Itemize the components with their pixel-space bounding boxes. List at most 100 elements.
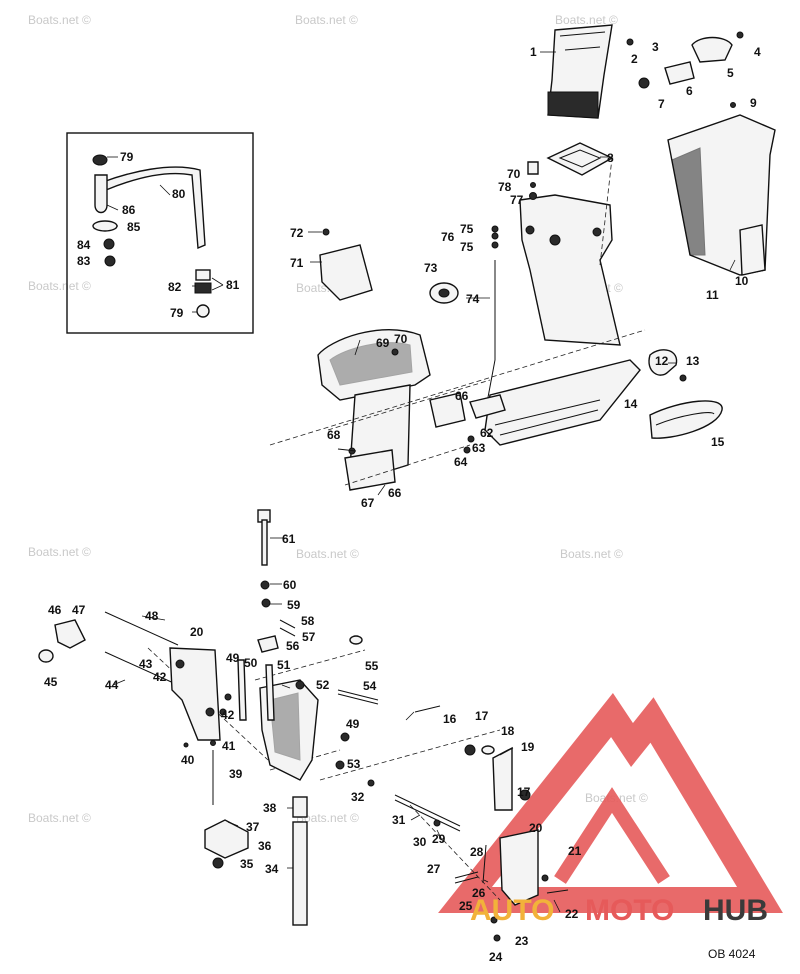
part-label-68: 68 <box>327 428 341 442</box>
leader-lines <box>106 51 736 913</box>
part-label-64: 64 <box>454 455 468 469</box>
part-label-35: 35 <box>240 857 254 871</box>
part-label-47: 47 <box>72 603 86 617</box>
part-label-31: 31 <box>392 813 406 827</box>
part-label-17b: 17 <box>517 785 531 799</box>
part-label-34: 34 <box>265 862 279 876</box>
part-label-50: 50 <box>244 656 258 670</box>
part-label-27: 27 <box>427 862 441 876</box>
part-label-72: 72 <box>290 226 304 240</box>
part-label-26: 26 <box>472 886 486 900</box>
part-label-17: 17 <box>475 709 489 723</box>
part-label-59: 59 <box>287 598 301 612</box>
part-label-76: 76 <box>441 230 455 244</box>
watermark: Boats.net © <box>296 547 359 561</box>
part-label-22: 22 <box>565 907 579 921</box>
part-label-14: 14 <box>624 397 638 411</box>
part-label-7: 7 <box>658 97 665 111</box>
part-label-38: 38 <box>263 801 277 815</box>
watermark: Boats.net © <box>28 279 91 293</box>
inset-detail-box <box>66 132 254 334</box>
part-label-24: 24 <box>489 950 503 964</box>
part-label-74: 74 <box>466 292 480 306</box>
part-label-70b: 70 <box>507 167 521 181</box>
part-label-66: 66 <box>455 389 469 403</box>
part-label-42b: 42 <box>221 708 235 722</box>
part-label-11: 11 <box>706 288 719 302</box>
part-label-49b: 49 <box>346 717 360 731</box>
part-label-16: 16 <box>443 712 457 726</box>
part-label-82: 82 <box>168 280 182 294</box>
midsection-assembly <box>317 161 723 491</box>
part-label-1: 1 <box>530 45 537 59</box>
part-label-5: 5 <box>727 66 734 80</box>
part-label-84: 84 <box>77 238 91 252</box>
part-label-44: 44 <box>105 678 119 692</box>
part-label-52: 52 <box>316 678 330 692</box>
part-label-75: 75 <box>460 222 474 236</box>
part-label-70: 70 <box>394 332 408 346</box>
watermark: Boats.net © <box>28 811 91 825</box>
part-label-80: 80 <box>172 187 186 201</box>
swivel-bracket-assembly <box>38 509 569 942</box>
part-label-66b: 66 <box>388 486 402 500</box>
top-right-parts <box>546 24 776 276</box>
watermark: Boats.net © <box>296 811 359 825</box>
part-label-57: 57 <box>302 630 316 644</box>
brand-auto: AUTO <box>470 894 554 927</box>
part-label-20b: 20 <box>529 821 543 835</box>
part-label-19: 19 <box>521 740 535 754</box>
part-label-39: 39 <box>229 767 243 781</box>
part-label-15: 15 <box>711 435 725 449</box>
part-label-45: 45 <box>44 675 58 689</box>
brand-wordmark: AUTO MOTO HUB <box>470 894 768 927</box>
part-label-28: 28 <box>470 845 484 859</box>
part-label-20: 20 <box>190 625 204 639</box>
watermarks: Boats.net © Boats.net © Boats.net © Boat… <box>28 13 648 825</box>
part-label-75b: 75 <box>460 240 474 254</box>
part-label-83: 83 <box>77 254 91 268</box>
part-label-9: 9 <box>750 96 757 110</box>
part-label-32: 32 <box>351 790 365 804</box>
part-label-53: 53 <box>347 757 361 771</box>
part-label-36: 36 <box>258 839 272 853</box>
part-label-54: 54 <box>363 679 377 693</box>
brand-logo <box>438 692 783 913</box>
brand-hub: HUB <box>703 894 768 927</box>
part-label-48: 48 <box>145 609 159 623</box>
watermark: Boats.net © <box>28 545 91 559</box>
part-label-4: 4 <box>754 45 761 59</box>
part-label-3: 3 <box>652 40 659 54</box>
part-label-78: 78 <box>498 180 512 194</box>
part-label-46: 46 <box>48 603 62 617</box>
part-label-12: 12 <box>655 354 669 368</box>
part-label-77: 77 <box>510 193 524 207</box>
part-label-2: 2 <box>631 52 638 66</box>
part-label-56: 56 <box>286 639 300 653</box>
part-label-51: 51 <box>277 658 291 672</box>
part-label-49: 49 <box>226 651 240 665</box>
part-label-29: 29 <box>432 832 446 846</box>
diagram-code: OB 4024 <box>708 947 756 961</box>
part-label-69: 69 <box>376 336 390 350</box>
part-label-37: 37 <box>246 820 260 834</box>
part-label-81: 81 <box>226 278 240 292</box>
part-label-58: 58 <box>301 614 315 628</box>
brand-moto: MOTO <box>585 894 674 927</box>
part-label-18: 18 <box>501 724 515 738</box>
watermark: Boats.net © <box>555 13 618 27</box>
part-label-30: 30 <box>413 835 427 849</box>
part-label-40: 40 <box>181 753 195 767</box>
part-label-60: 60 <box>283 578 297 592</box>
part-label-79b: 79 <box>170 306 184 320</box>
part-label-42: 42 <box>153 670 167 684</box>
watermark: Boats.net © <box>295 13 358 27</box>
part-label-6: 6 <box>686 84 693 98</box>
part-label-71: 71 <box>290 256 304 270</box>
part-label-10: 10 <box>735 274 749 288</box>
part-label-8: 8 <box>607 151 614 165</box>
watermark: Boats.net © <box>28 13 91 27</box>
watermark: Boats.net © <box>560 547 623 561</box>
part-label-25: 25 <box>459 899 473 913</box>
part-label-85: 85 <box>127 220 141 234</box>
